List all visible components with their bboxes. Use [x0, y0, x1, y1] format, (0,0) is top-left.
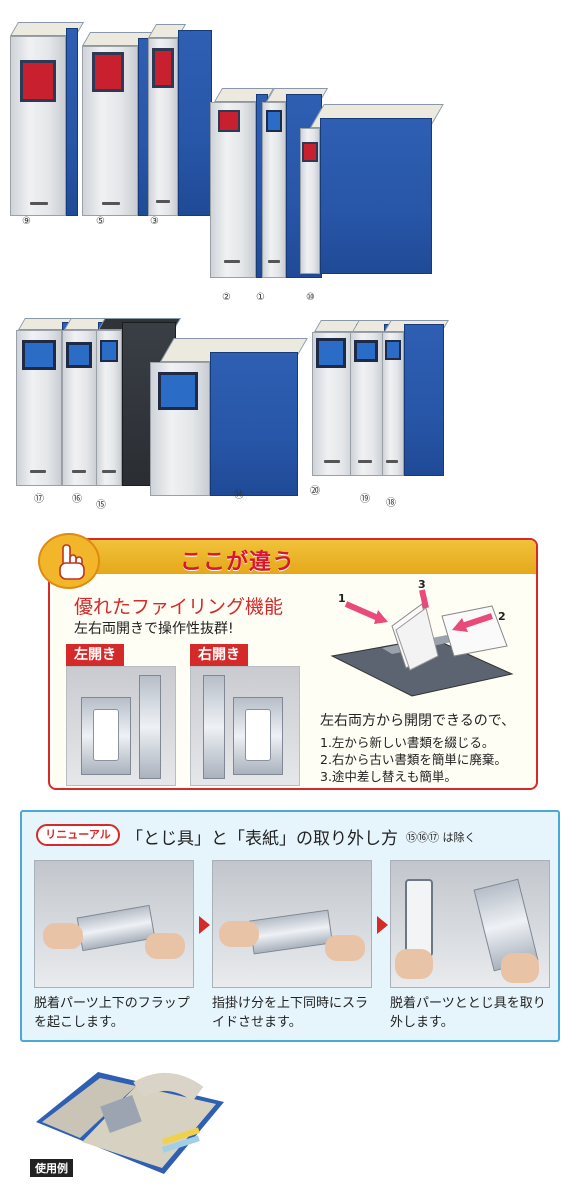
diagram-label-2: 2 [498, 610, 506, 623]
feature-panel: ここが違う 優れたファイリング機能 左右両開きで操作性抜群! 左開き 右開き 1… [48, 538, 538, 790]
feature-subtitle-2: 左右両開きで操作性抜群! [74, 621, 234, 637]
feature-description: 左右両方から開閉できるので、 [320, 713, 516, 729]
pointing-hand-icon [38, 533, 100, 589]
spine-label-blue [316, 338, 346, 368]
step-photo-2 [212, 860, 372, 988]
binder-3 [148, 24, 212, 218]
item-number: ⑭ [234, 490, 244, 501]
filing-diagram: 1 3 2 [330, 578, 514, 697]
usage-example-image [36, 1072, 224, 1174]
step-text-3: 脱着パーツととじ具を取り外します。 [390, 996, 546, 1030]
spine-label-red [218, 110, 240, 132]
step-arrow-icon [377, 916, 388, 934]
spine-label-blue [158, 372, 198, 410]
spine-label-blue [385, 340, 401, 360]
item-number: ⑳ [310, 486, 320, 497]
item-number: ⑲ [360, 494, 370, 505]
spine-label-blue [66, 342, 92, 368]
tag-right-open: 右開き [190, 644, 248, 666]
item-number: ⑰ [34, 494, 44, 505]
feature-point: 3.途中差し替えも簡単。 [320, 769, 457, 784]
item-number: ⑨ [22, 216, 31, 227]
binder-10 [300, 104, 444, 276]
step-text-2: 指掛け分を上下同時にスライドさせます。 [212, 996, 369, 1030]
diagram-label-3: 3 [418, 578, 426, 591]
renewal-note: ⑮⑯⑰ は除く [406, 831, 476, 844]
spine-label-red [20, 60, 56, 102]
left-open-photo [66, 666, 176, 786]
spine-label-red [92, 52, 124, 92]
step-text-1: 脱着パーツ上下のフラップを起こします。 [34, 996, 190, 1030]
spine-label-red [152, 48, 174, 88]
item-number: ② [222, 292, 231, 303]
tag-left-open: 左開き [66, 644, 124, 666]
binder-9 [10, 22, 85, 218]
item-number: ① [256, 292, 265, 303]
spine-label-red [302, 142, 318, 162]
spine-label-blue [266, 110, 282, 132]
binder-2 [210, 88, 275, 280]
item-number: ⑤ [96, 216, 105, 227]
item-number: ⑮ [96, 500, 106, 511]
feature-points: 1.左から新しい書類を綴じる。 2.右から古い書類を簡単に廃棄。 3.途中差し替… [320, 734, 507, 785]
feature-header-bar [50, 540, 536, 574]
step-photo-1 [34, 860, 194, 988]
usage-example-label: 使用例 [30, 1159, 73, 1177]
binder-5 [82, 32, 157, 218]
renewal-title: 「とじ具」と「表紙」の取り外し方 [126, 829, 398, 849]
diagram-label-1: 1 [338, 592, 346, 605]
item-number: ⑱ [386, 498, 396, 509]
feature-point: 1.左から新しい書類を綴じる。 [320, 735, 495, 750]
step-arrow-icon [199, 916, 210, 934]
feature-subtitle: 優れたファイリング機能 [74, 596, 284, 618]
spine-label-blue [354, 340, 378, 362]
feature-title: ここが違う [180, 550, 296, 575]
item-number: ⑩ [306, 292, 315, 303]
spine-label-blue [100, 340, 118, 362]
feature-point: 2.右から古い書類を簡単に廃棄。 [320, 752, 507, 767]
item-number: ③ [150, 216, 159, 227]
renewal-panel: リニューアル 「とじ具」と「表紙」の取り外し方 ⑮⑯⑰ は除く 脱着パーツ上下の… [20, 810, 560, 1042]
spine-label-blue [22, 340, 56, 370]
binder-18 [382, 320, 449, 478]
renewal-badge: リニューアル [36, 824, 120, 846]
binder-14 [150, 338, 308, 498]
right-open-photo [190, 666, 300, 786]
step-photo-3 [390, 860, 550, 988]
item-number: ⑯ [72, 494, 82, 505]
